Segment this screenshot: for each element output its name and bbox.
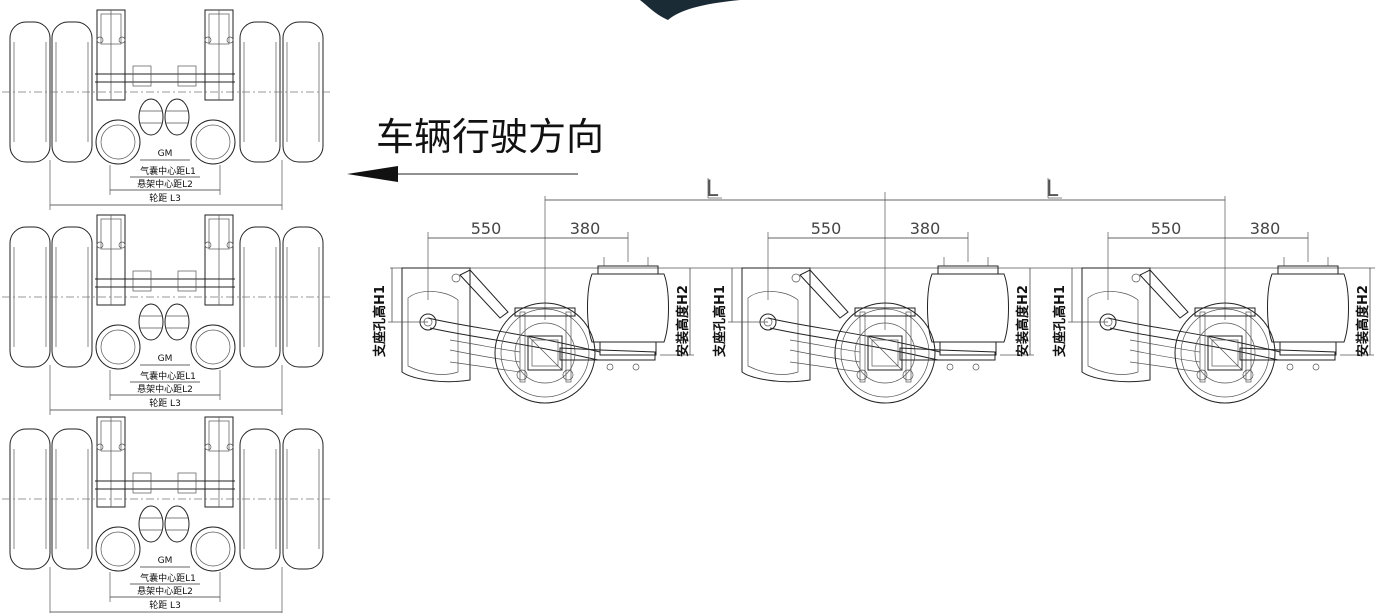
hanger-bracket [401, 267, 471, 383]
l3-label: 轮距 L3 [149, 192, 181, 204]
dim-550: 550 [471, 219, 502, 238]
side-unit-1: 550 380 支座孔高H1 安装高度H2 [372, 219, 694, 404]
l1-label: 气囊中心距L1 [140, 370, 196, 382]
gm-label: GM [158, 354, 173, 364]
air-spring [587, 273, 669, 343]
l3-label: 轮距 L3 [149, 397, 181, 409]
h1-label: 支座孔高H1 [712, 285, 728, 358]
side-view: L L 550 380 支座孔高H1 安装高度H2 550 380 支座孔高H1 安装高度H2… [372, 177, 1375, 404]
hanger-bracket [1081, 267, 1151, 383]
air-spring [927, 273, 1009, 343]
side-unit-2: 550 380 支座孔高H1 安装高度H2 [712, 219, 1034, 404]
logo-fragment [640, 0, 740, 20]
wheel-drum [834, 302, 936, 404]
l3-label: 轮距 L3 [149, 599, 181, 611]
axle-beam [867, 335, 903, 371]
h1-label: 支座孔高H1 [372, 285, 388, 358]
span-label-2: L [1046, 177, 1059, 202]
dim-380: 380 [1250, 219, 1281, 238]
l1-label: 气囊中心距L1 [140, 572, 196, 584]
hub [95, 119, 141, 165]
axle-beam [1207, 335, 1243, 371]
h2-label: 安装高度H2 [1015, 285, 1031, 357]
air-bag [164, 303, 190, 341]
hanger-bracket [741, 267, 811, 383]
hub [95, 526, 141, 572]
dim-380: 380 [910, 219, 941, 238]
h2-label: 安装高度H2 [675, 285, 691, 357]
l2-label: 悬架中心距L2 [137, 585, 193, 597]
dim-550: 550 [1151, 219, 1182, 238]
air-bag [164, 505, 190, 543]
l2-label: 悬架中心距L2 [137, 383, 193, 395]
direction-label: 车辆行驶方向 [376, 115, 604, 159]
gm-label: GM [158, 556, 173, 566]
span-label-1: L [706, 177, 719, 202]
hub [190, 324, 236, 370]
axle-beam [527, 335, 563, 371]
air-bag [138, 98, 164, 136]
h2-label: 安装高度H2 [1355, 285, 1371, 357]
l2-label: 悬架中心距L2 [137, 178, 193, 190]
direction-arrow [347, 166, 578, 182]
air-bag [164, 98, 190, 136]
air-bag [138, 303, 164, 341]
air-bag [138, 505, 164, 543]
wheel-drum [494, 302, 596, 404]
l1-label: 气囊中心距L1 [140, 165, 196, 177]
dim-550: 550 [811, 219, 842, 238]
gm-label: GM [158, 149, 173, 159]
air-spring [1267, 273, 1349, 343]
h1-label: 支座孔高H1 [1052, 285, 1068, 358]
wheel-drum [1174, 302, 1276, 404]
hub [190, 119, 236, 165]
hub [190, 526, 236, 572]
side-unit-3: 550 380 支座孔高H1 安装高度H2 [1052, 219, 1374, 404]
hub [95, 324, 141, 370]
dim-380: 380 [570, 219, 601, 238]
